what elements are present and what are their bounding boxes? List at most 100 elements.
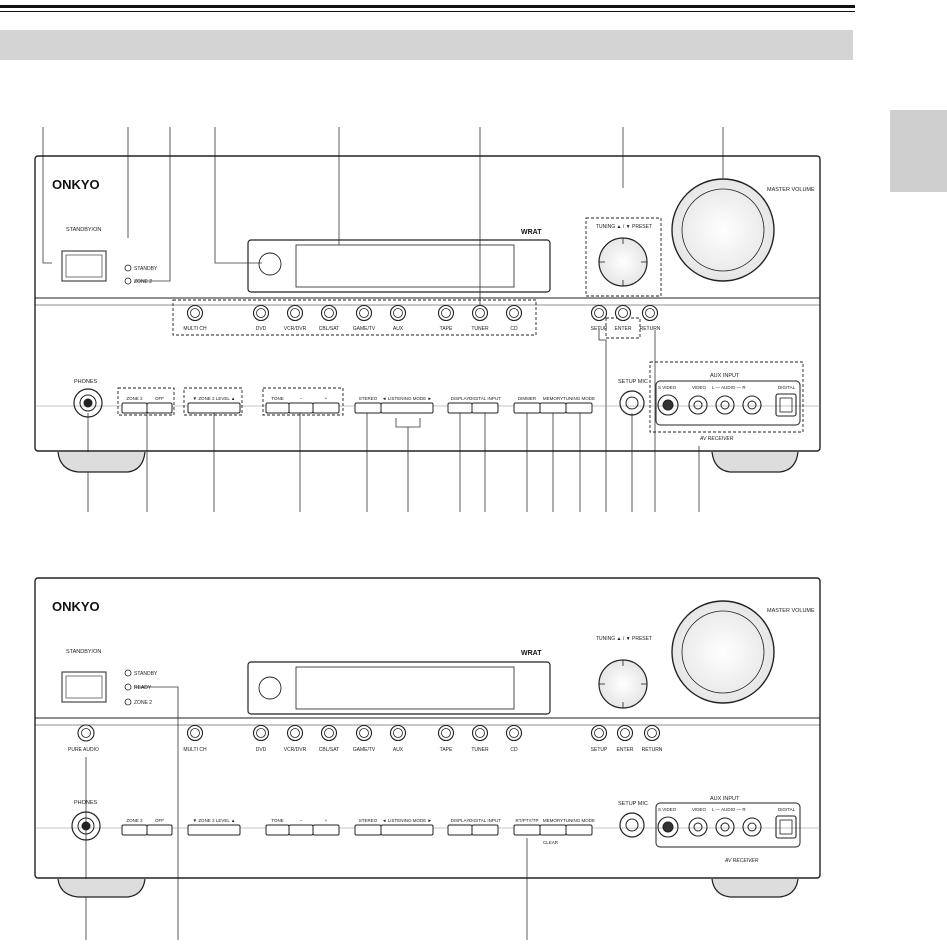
bottom-lower-stereo-button[interactable] xyxy=(354,824,382,836)
bottom-input-cd-button[interactable] xyxy=(505,724,523,742)
bottom-standby-button[interactable] xyxy=(61,671,107,703)
bottom-standby-on-label: STANDBY/ON xyxy=(66,649,101,655)
top-lower-zone2-level-label: ▼ ZONE 2 LEVEL ▲ xyxy=(193,396,236,401)
bottom-aux-audio-label: L — AUDIO — R xyxy=(712,807,746,812)
top-lower-tuning-mode-button[interactable] xyxy=(565,402,593,414)
top-aux-audio-r-jack[interactable] xyxy=(742,395,762,415)
bottom-lower-listening-mode-button[interactable] xyxy=(380,824,434,836)
bottom-lower-tone-label: TONE xyxy=(271,818,283,823)
top-lower-digital-input-button[interactable] xyxy=(471,402,499,414)
top-av-receiver-label: AV RECEIVER xyxy=(699,436,734,442)
bottom-input-vcr-dvr-button[interactable] xyxy=(286,724,304,742)
top-input-tuner-button[interactable] xyxy=(471,304,489,322)
top-lower-memory-button[interactable] xyxy=(539,402,567,414)
bottom-input-tape-label: TAPE xyxy=(440,747,453,753)
bottom-input-game-tv-button[interactable] xyxy=(355,724,373,742)
bottom-lower-off-button[interactable] xyxy=(146,824,173,836)
bottom-aux-video-label: VIDEO xyxy=(692,807,707,812)
top-brand-logo: ONKYO xyxy=(52,177,100,192)
bottom-lower-tuning-mode-button[interactable] xyxy=(565,824,593,836)
bottom-input-tape-button[interactable] xyxy=(437,724,455,742)
top-lower-zone2-level-button[interactable] xyxy=(187,402,241,414)
bottom-input-multi-ch-button[interactable] xyxy=(186,724,204,742)
top-nav-setup-button[interactable] xyxy=(590,304,608,322)
bottom-tuning-knob[interactable] xyxy=(598,659,648,709)
top-input-aux-button[interactable] xyxy=(389,304,407,322)
bottom-nav-enter-button[interactable] xyxy=(616,724,634,742)
bottom-lower-tone-button[interactable] xyxy=(265,824,290,836)
bottom-callout-lines xyxy=(85,686,528,940)
top-input-cbl-sat-label: CBL/SAT xyxy=(319,326,339,332)
bottom-lower-digital-input-button[interactable] xyxy=(471,824,499,836)
top-aux-audio-l-jack[interactable] xyxy=(715,395,735,415)
top-input-aux-label: AUX xyxy=(393,326,404,332)
top-aux-svideo-jack[interactable] xyxy=(657,394,679,416)
top-tuning-knob[interactable] xyxy=(598,237,648,287)
top-input-tape-button[interactable] xyxy=(437,304,455,322)
bottom-lower-off-label: OFF xyxy=(155,818,164,823)
bottom-input-dvd-label: DVD xyxy=(256,747,267,753)
top-wrat-logo: WRAT xyxy=(521,229,542,236)
top-aux-digital-jack[interactable] xyxy=(775,393,797,417)
bottom-input-aux-button[interactable] xyxy=(389,724,407,742)
bottom-aux-svideo-jack[interactable] xyxy=(657,816,679,838)
bottom-pure-audio-label: PURE AUDIO xyxy=(68,747,99,753)
bottom-aux-audio-r-jack[interactable] xyxy=(742,817,762,837)
bottom-brand-logo: ONKYO xyxy=(52,599,100,614)
bottom-lower-plus-button[interactable] xyxy=(312,824,340,836)
bottom-aux-audio-l-jack[interactable] xyxy=(715,817,735,837)
top-nav-return-button[interactable] xyxy=(641,304,659,322)
top-input-multi-ch-button[interactable] xyxy=(186,304,204,322)
top-lower-stereo-button[interactable] xyxy=(354,402,382,414)
top-input-vcr-dvr-button[interactable] xyxy=(286,304,304,322)
bottom-lower-display-button[interactable] xyxy=(447,824,473,836)
bottom-nav-return-button[interactable] xyxy=(643,724,661,742)
top-nav-enter-button[interactable] xyxy=(614,304,632,322)
section-heading-bar xyxy=(0,30,853,60)
top-master-volume-knob[interactable] xyxy=(671,178,775,282)
top-lower-plus-button[interactable] xyxy=(312,402,340,414)
bottom-aux-digital-label: DIGITAL xyxy=(778,807,796,812)
bottom-aux-video-jack[interactable] xyxy=(688,817,708,837)
top-input-cd-button[interactable] xyxy=(505,304,523,322)
top-nav-enter-label: ENTER xyxy=(615,326,632,332)
bottom-input-cbl-sat-button[interactable] xyxy=(320,724,338,742)
bottom-input-dvd-button[interactable] xyxy=(252,724,270,742)
bottom-nav-setup-button[interactable] xyxy=(590,724,608,742)
bottom-input-tuner-button[interactable] xyxy=(471,724,489,742)
top-phones-jack[interactable] xyxy=(73,388,103,418)
top-aux-svideo-label: S VIDEO xyxy=(658,385,677,390)
top-lower-off-button[interactable] xyxy=(146,402,173,414)
bottom-lower-minus-button[interactable] xyxy=(288,824,314,836)
top-lower-listening-mode-button[interactable] xyxy=(380,402,434,414)
bottom-master-volume-knob[interactable] xyxy=(671,600,775,704)
bottom-lower-zone2-level-button[interactable] xyxy=(187,824,241,836)
bottom-pure-audio-button[interactable] xyxy=(77,724,95,742)
bottom-nav-enter-label: ENTER xyxy=(617,747,634,753)
bottom-av-receiver-label: AV RECEIVER xyxy=(724,858,759,864)
top-lower-display-button[interactable] xyxy=(447,402,473,414)
bottom-aux-digital-jack[interactable] xyxy=(775,815,797,839)
bottom-phones-jack[interactable] xyxy=(71,811,101,841)
bottom-lower-zone2-button[interactable] xyxy=(121,824,148,836)
top-lower-dimmer-button[interactable] xyxy=(513,402,541,414)
top-input-game-tv-button[interactable] xyxy=(355,304,373,322)
bottom-input-game-tv-label: GAME/TV xyxy=(353,747,376,753)
top-setup-mic-jack[interactable] xyxy=(619,390,645,416)
bottom-ready-indicator xyxy=(124,683,132,691)
top-aux-video-jack[interactable] xyxy=(688,395,708,415)
bottom-lower-memory-button[interactable] xyxy=(539,824,567,836)
top-lower-tone-button[interactable] xyxy=(265,402,290,414)
bottom-chassis xyxy=(34,577,821,879)
top-standby-button[interactable] xyxy=(61,250,107,282)
bottom-panel: ONKYO STANDBY/ON STANDBY READY ZONE 2 WR… xyxy=(34,577,821,940)
top-lower-minus-button[interactable] xyxy=(288,402,314,414)
top-lower-zone2-button[interactable] xyxy=(121,402,148,414)
top-input-dvd-button[interactable] xyxy=(252,304,270,322)
bottom-setup-mic-jack[interactable] xyxy=(619,812,645,838)
top-input-cbl-sat-button[interactable] xyxy=(320,304,338,322)
bottom-lower-rt-pty-tp-button[interactable] xyxy=(513,824,541,836)
bottom-lower-minus-label: − xyxy=(300,818,303,823)
